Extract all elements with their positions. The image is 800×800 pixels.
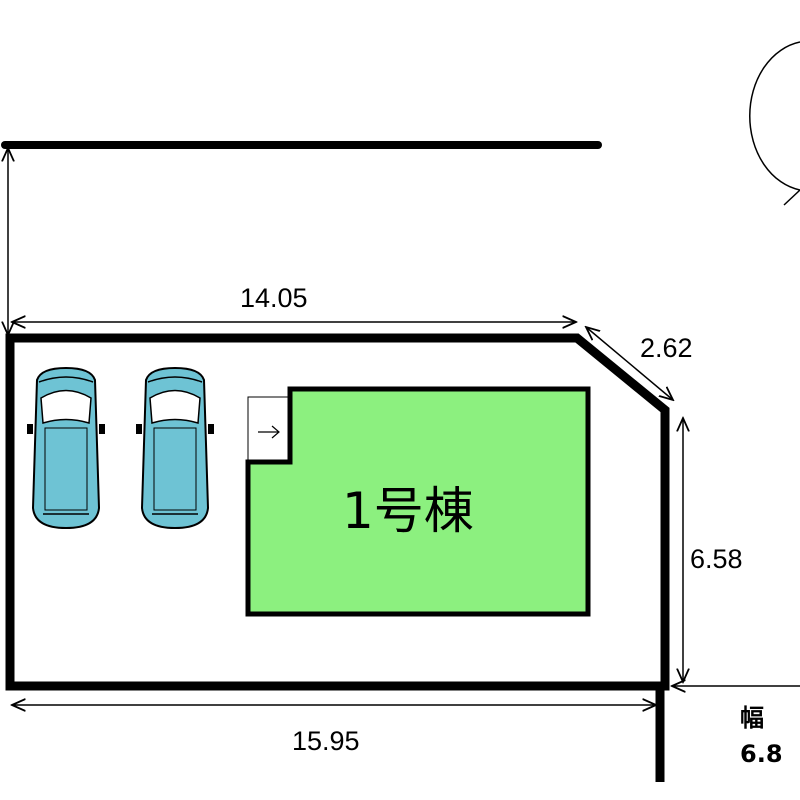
car-icon bbox=[26, 367, 106, 529]
corner-dimension-label: 2.62 bbox=[640, 333, 693, 363]
building-label: 1号棟 bbox=[342, 482, 474, 540]
north-arrow-icon bbox=[749, 41, 800, 206]
building-footprint bbox=[245, 386, 591, 617]
entrance-arrow-icon bbox=[258, 425, 280, 439]
road-width-value: 6.8 bbox=[740, 740, 783, 768]
road-width-label: 幅 bbox=[740, 704, 764, 732]
right-dimension-label: 6.58 bbox=[690, 544, 743, 574]
corner-dimension-line bbox=[586, 327, 673, 400]
bottom-dimension-label: 15.95 bbox=[292, 726, 360, 756]
top-dimension-label: 14.05 bbox=[240, 283, 308, 313]
entrance-box bbox=[247, 396, 289, 461]
car-icon bbox=[135, 367, 215, 529]
